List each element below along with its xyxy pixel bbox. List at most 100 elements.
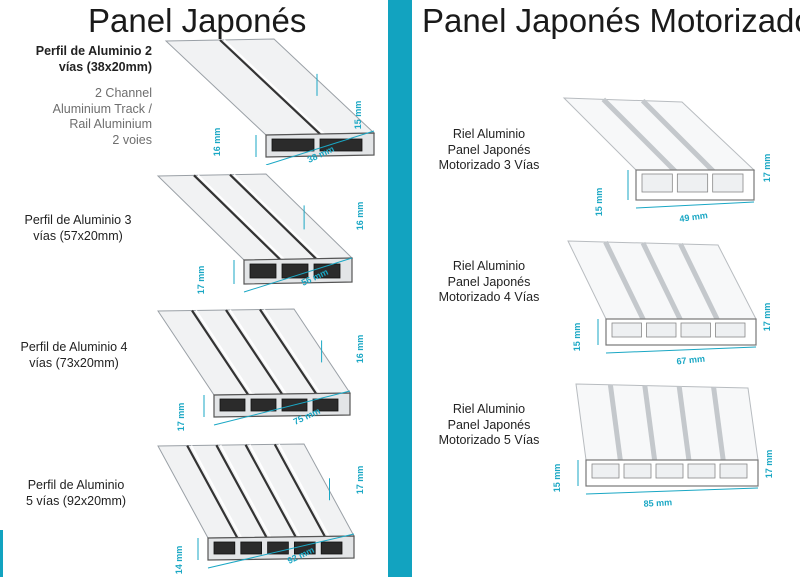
profile-3-body-width-marker xyxy=(243,257,353,293)
motor-3-side-label: 15 mm xyxy=(594,188,604,217)
profile-5-body-groove-shine xyxy=(219,444,272,538)
motor-5-body-top-face xyxy=(575,383,759,461)
motor-5-body-groove xyxy=(642,385,658,462)
right-heading: Panel Japonés Motorizado xyxy=(422,2,800,39)
profile-3-height-label: 16 mm xyxy=(355,202,365,231)
motor-3-body-channel-slot xyxy=(641,173,673,193)
profile-2-body-channel-slot xyxy=(271,138,315,152)
profile-5-body xyxy=(157,443,355,569)
profile-4-side-label: 17 mm xyxy=(176,403,186,432)
motor-3-height-label: 17 mm xyxy=(762,154,772,183)
profile-5-body-groove xyxy=(215,444,268,538)
motor-5-body-width-marker xyxy=(585,487,759,495)
profile-5-label: Perfil de Aluminio 5 vías (92x20mm) xyxy=(25,478,127,508)
motor-5-body-channel-slot xyxy=(623,463,652,479)
motor-3-body-groove xyxy=(640,98,717,175)
profile-5-body-groove-shine xyxy=(190,445,243,539)
motor-4-body-channel-slot xyxy=(611,322,642,338)
left-edge-stripe xyxy=(0,530,3,577)
profile-5-body-groove-shine xyxy=(277,443,330,537)
profile-4-body-channel-slot xyxy=(219,398,246,412)
profile-2-body-groove-shine xyxy=(223,39,325,135)
profile-3-body-groove xyxy=(229,173,317,260)
profile-3-body-top-face xyxy=(156,173,354,261)
profile-3-drawing: 16 mm 17 mm 56 mm xyxy=(156,173,365,294)
profile-3-label: Perfil de Aluminio 3 vías (57x20mm) xyxy=(24,213,132,243)
motor-4-body-channel-slot xyxy=(680,322,711,338)
profile-3-body xyxy=(156,173,354,293)
profile-4-body-groove-shine xyxy=(229,309,287,395)
motor-3-width-label: 49 mm xyxy=(679,210,709,224)
profile-4-height-label: 16 mm xyxy=(355,335,365,364)
motor-3-label: Riel Aluminio Panel Japonés Motorizado 3… xyxy=(438,127,540,172)
motor-5-width-label: 85 mm xyxy=(643,497,672,508)
motor-5-label: Riel Aluminio Panel Japonés Motorizado 5… xyxy=(438,402,540,447)
motor-4-body-groove xyxy=(640,241,684,323)
profile-4-drawing: 16 mm 17 mm 75 mm xyxy=(157,308,365,432)
profile-5-body-channel-slot xyxy=(320,541,343,555)
profile-4-body-groove xyxy=(225,309,283,395)
motor-3-body-top-face xyxy=(562,97,756,171)
motor-5-body-channel-slot xyxy=(655,463,684,479)
profile-3-body-groove-shine xyxy=(233,173,321,260)
profile-4-body-groove xyxy=(259,308,317,395)
profile-3-body-channel-slot xyxy=(281,263,309,279)
profile-5-height-label: 17 mm xyxy=(355,466,365,495)
motor-3-body xyxy=(562,97,756,209)
center-divider xyxy=(388,0,412,577)
profile-5-body-channel-slot xyxy=(213,541,236,555)
profile-2-side-label: 16 mm xyxy=(212,128,222,157)
motor-5-body-channel-slot xyxy=(591,463,620,479)
profile-5-body-groove xyxy=(244,444,297,538)
profile-5-drawing: 17 mm 14 mm 92 mm xyxy=(157,443,365,574)
profile-2-body xyxy=(164,38,376,165)
profile-4-body-width-marker xyxy=(213,390,351,426)
motor-5-side-label: 15 mm xyxy=(552,464,562,493)
motor-5-body-channel-slot xyxy=(719,463,748,479)
profile-2-body-channel-slot xyxy=(319,138,363,152)
motor-4-body-channel-slot xyxy=(646,322,677,338)
motor-5-body-channel-slot xyxy=(687,463,716,479)
motor-3-body-width-marker xyxy=(635,201,755,209)
profile-4-body-groove xyxy=(191,309,249,396)
profile-2-height-label: 15 mm xyxy=(353,101,363,130)
profile-2-label: Perfil de Aluminio 2 vías (38x20mm) xyxy=(35,44,152,74)
motor-3-body-channel-slot xyxy=(712,173,744,193)
motor-3-drawing: 17 mm 15 mm 49 mm xyxy=(562,97,772,224)
profile-2-body-width-marker xyxy=(265,130,375,165)
motor-3-body-groove xyxy=(601,97,678,174)
motor-4-body-groove xyxy=(678,242,721,324)
motor-4-drawing: 17 mm 15 mm 67 mm xyxy=(567,240,772,367)
motor-4-side-label: 15 mm xyxy=(572,323,582,352)
motor-3-body-channel-slot xyxy=(676,173,709,193)
profile-4-body xyxy=(157,308,351,426)
motor-5-body-groove xyxy=(676,386,692,463)
motor-4-label: Riel Aluminio Panel Japonés Motorizado 4… xyxy=(438,259,540,304)
motor-4-height-label: 17 mm xyxy=(762,303,772,332)
profile-2-alt-label: 2 Channel Aluminium Track / Rail Alumini… xyxy=(52,86,152,147)
profile-3-body-groove xyxy=(193,174,281,261)
profile-2-drawing: 15 mm 16 mm 38 mm xyxy=(164,38,376,165)
profile-4-body-groove-shine xyxy=(195,309,253,396)
profile-3-body-channel-slot xyxy=(249,263,277,279)
motor-4-body xyxy=(567,240,757,354)
motor-4-body-groove xyxy=(603,240,646,322)
motor-4-width-label: 67 mm xyxy=(676,354,705,367)
profile-5-body-groove xyxy=(186,445,239,539)
motor-5-body xyxy=(575,383,759,495)
profile-5-body-channel-slot xyxy=(240,541,263,555)
profile-5-body-width-marker xyxy=(207,533,355,569)
profile-4-label: Perfil de Aluminio 4 vías (73x20mm) xyxy=(20,340,128,370)
motor-5-body-groove xyxy=(607,384,623,462)
profile-5-body-groove-shine xyxy=(248,444,301,538)
profile-4-body-channel-slot xyxy=(250,398,277,412)
profile-4-body-groove-shine xyxy=(263,308,321,395)
profile-5-body-groove xyxy=(273,443,326,537)
motor-5-body-groove xyxy=(711,386,727,464)
motor-4-body-width-marker xyxy=(605,346,757,354)
profile-2-body-groove xyxy=(219,39,321,135)
profile-5-side-label: 14 mm xyxy=(174,546,184,574)
motor-5-height-label: 17 mm xyxy=(764,450,774,479)
motor-4-body-channel-slot xyxy=(715,322,746,338)
